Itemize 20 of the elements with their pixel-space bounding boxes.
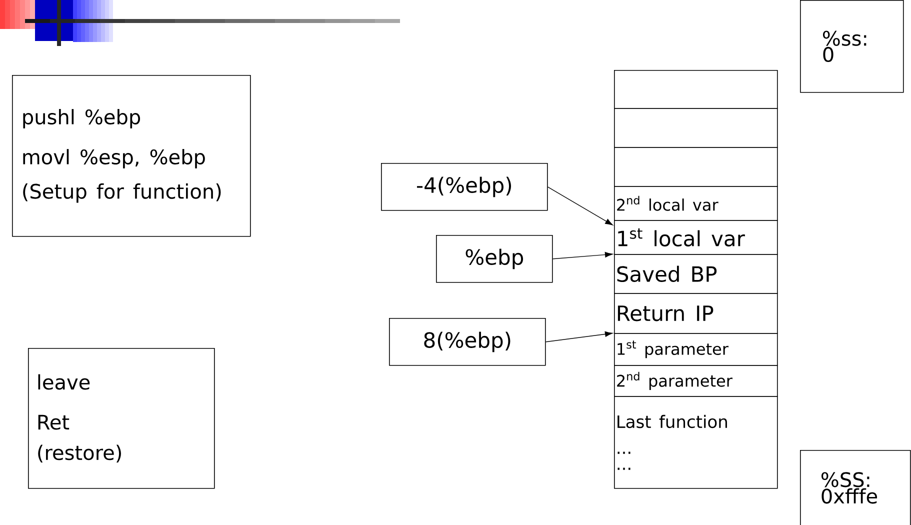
stack-cell: Last function ... ... <box>614 396 778 489</box>
code-box: pushl %ebp movl %esp, %ebp (Setup for function) <box>12 75 251 237</box>
stack-cell <box>614 70 778 109</box>
stack-cell: Return IP <box>614 293 778 334</box>
pointer-label-box: -4(%ebp) <box>381 163 548 211</box>
stack-cell: 2$^{nd}$ local var <box>614 186 778 221</box>
stack-cell <box>614 147 778 187</box>
stack-cell: 2$^{nd}$ parameter <box>614 365 778 397</box>
segment-box: %SS: 0xfffe <box>800 450 911 525</box>
pointer-label-box: 8(%ebp) <box>389 318 546 366</box>
stack-cell: 1$^{st}$ local var <box>614 220 778 255</box>
segment-box: %ss: 0 <box>800 0 904 93</box>
arrow <box>545 331 613 342</box>
stack-cell: 1$^{st}$ parameter <box>614 333 778 366</box>
code-box: leave Ret (restore) <box>28 348 215 489</box>
arrow <box>552 252 613 260</box>
stack-cell: Saved BP <box>614 254 778 294</box>
arrow <box>547 186 613 226</box>
pointer-label-box: %ebp <box>436 235 553 283</box>
stack-cell <box>614 108 778 148</box>
